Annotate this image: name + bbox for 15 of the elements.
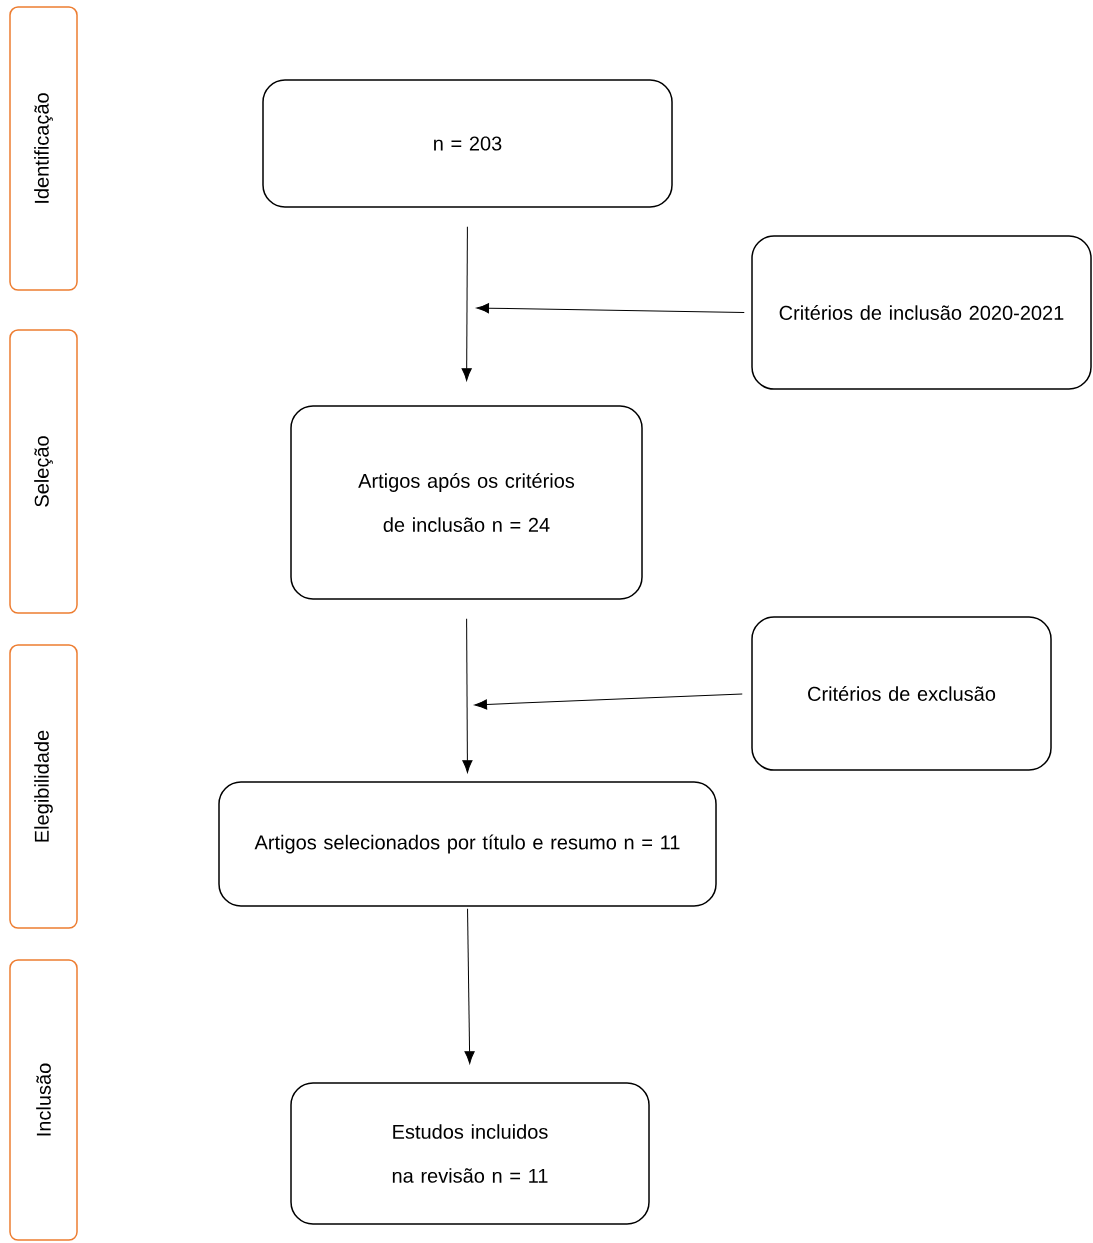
process-box: n = 203 (262, 79, 673, 208)
process-box: Artigos selecionados por título e resumo n = 11 (218, 781, 717, 907)
stage-band: Seleção (9, 329, 78, 614)
process-box: Artigos após os critérios de inclusão n = 24 (290, 405, 643, 600)
arrow (462, 618, 473, 773)
stage-band: Identificação (9, 6, 78, 291)
arrow (461, 226, 472, 381)
process-box: Estudos incluidos na revisão n = 11 (290, 1082, 650, 1225)
arrow (474, 693, 743, 710)
process-box: Critérios de exclusão (751, 616, 1052, 771)
stage-band: Elegibilidade (9, 644, 78, 929)
stage-band: Inclusão (9, 959, 78, 1241)
arrow (476, 303, 745, 314)
process-box: Critérios de inclusão 2020-2021 (751, 235, 1092, 390)
arrow (464, 908, 475, 1064)
